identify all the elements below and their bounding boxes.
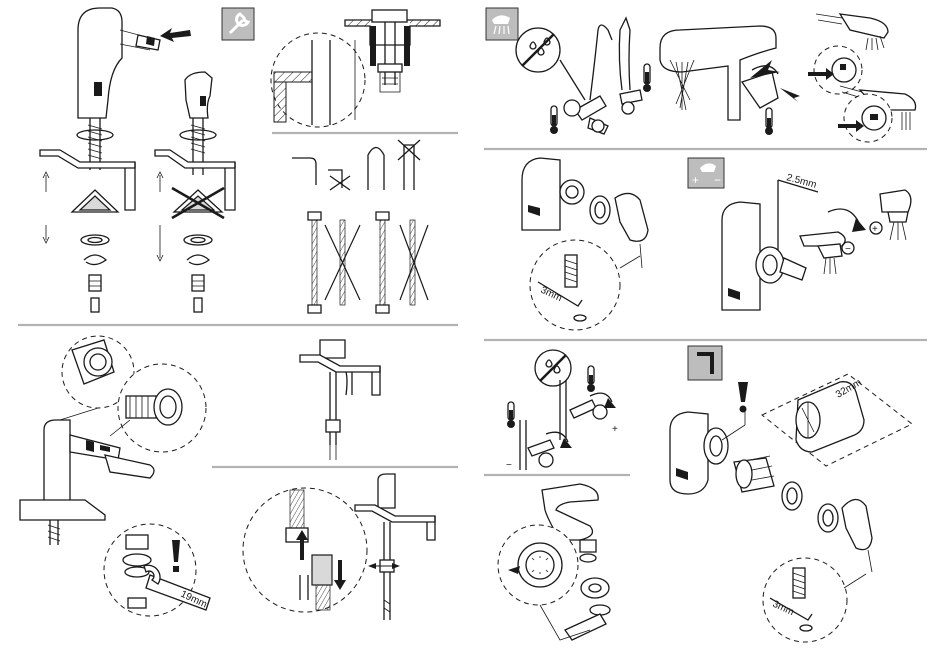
hex-key-tool: 2.5mm — [778, 172, 818, 270]
thermometer-icon — [643, 64, 651, 92]
allen-key-detail-2: 3mm — [763, 558, 866, 642]
spanner-detail: 19mm — [104, 524, 210, 616]
push-arrow — [160, 28, 191, 42]
minus-sign: − — [714, 173, 721, 187]
cold-tap-minus: − — [506, 460, 512, 471]
spout-plus: + — [870, 190, 911, 240]
no-water-icon — [516, 28, 560, 72]
closing-valves: + − — [506, 380, 618, 471]
hose-bending-rules — [292, 140, 428, 313]
hex-key-icon — [688, 346, 722, 380]
thermometer-icon — [765, 108, 773, 135]
spout-minus: − — [800, 232, 854, 274]
plus-sign: + — [692, 173, 699, 187]
mixer-cartridge-view — [722, 202, 806, 310]
rotation-arrow — [828, 209, 866, 232]
allen-key-detail-1: 3mm — [530, 240, 640, 330]
under-counter-hose — [300, 340, 380, 460]
aerator-cleaning — [498, 484, 610, 640]
spray-adjust-icon — [486, 8, 518, 40]
minus-sign: − — [845, 244, 851, 255]
panel-flushing — [486, 8, 916, 142]
hex-key-size-label: 2.5mm — [785, 172, 817, 191]
cartridge-nut-detail: 32mm — [762, 374, 912, 466]
plus-sign: + — [872, 224, 878, 235]
angle-valves — [560, 18, 642, 134]
pull-out-spout — [660, 26, 800, 120]
wrench-icon — [222, 8, 254, 40]
panel-temperature-limiter: 3mm + − 2.5mm — [522, 158, 911, 330]
mixer-hose-assembled — [355, 474, 435, 620]
mixer-body-b — [155, 72, 235, 312]
spray-mode-shower — [808, 14, 888, 94]
temperature-range-icon: + − — [688, 158, 724, 188]
thermometer-icon — [507, 402, 515, 428]
panel-mounting — [40, 8, 440, 313]
panel-cartridge-replacement: + − — [498, 346, 912, 642]
mixer-body-a — [40, 8, 191, 312]
thermometer-icon — [550, 106, 558, 134]
quick-connector-detail — [243, 488, 367, 612]
spray-mode-laminar — [838, 86, 916, 142]
detail-circle-countertop — [271, 33, 365, 127]
panel-spray-connection: 19mm — [20, 336, 435, 620]
thermometer-icon — [587, 366, 595, 392]
exclamation-icon — [738, 382, 748, 413]
hot-tap-plus: + — [612, 424, 618, 435]
